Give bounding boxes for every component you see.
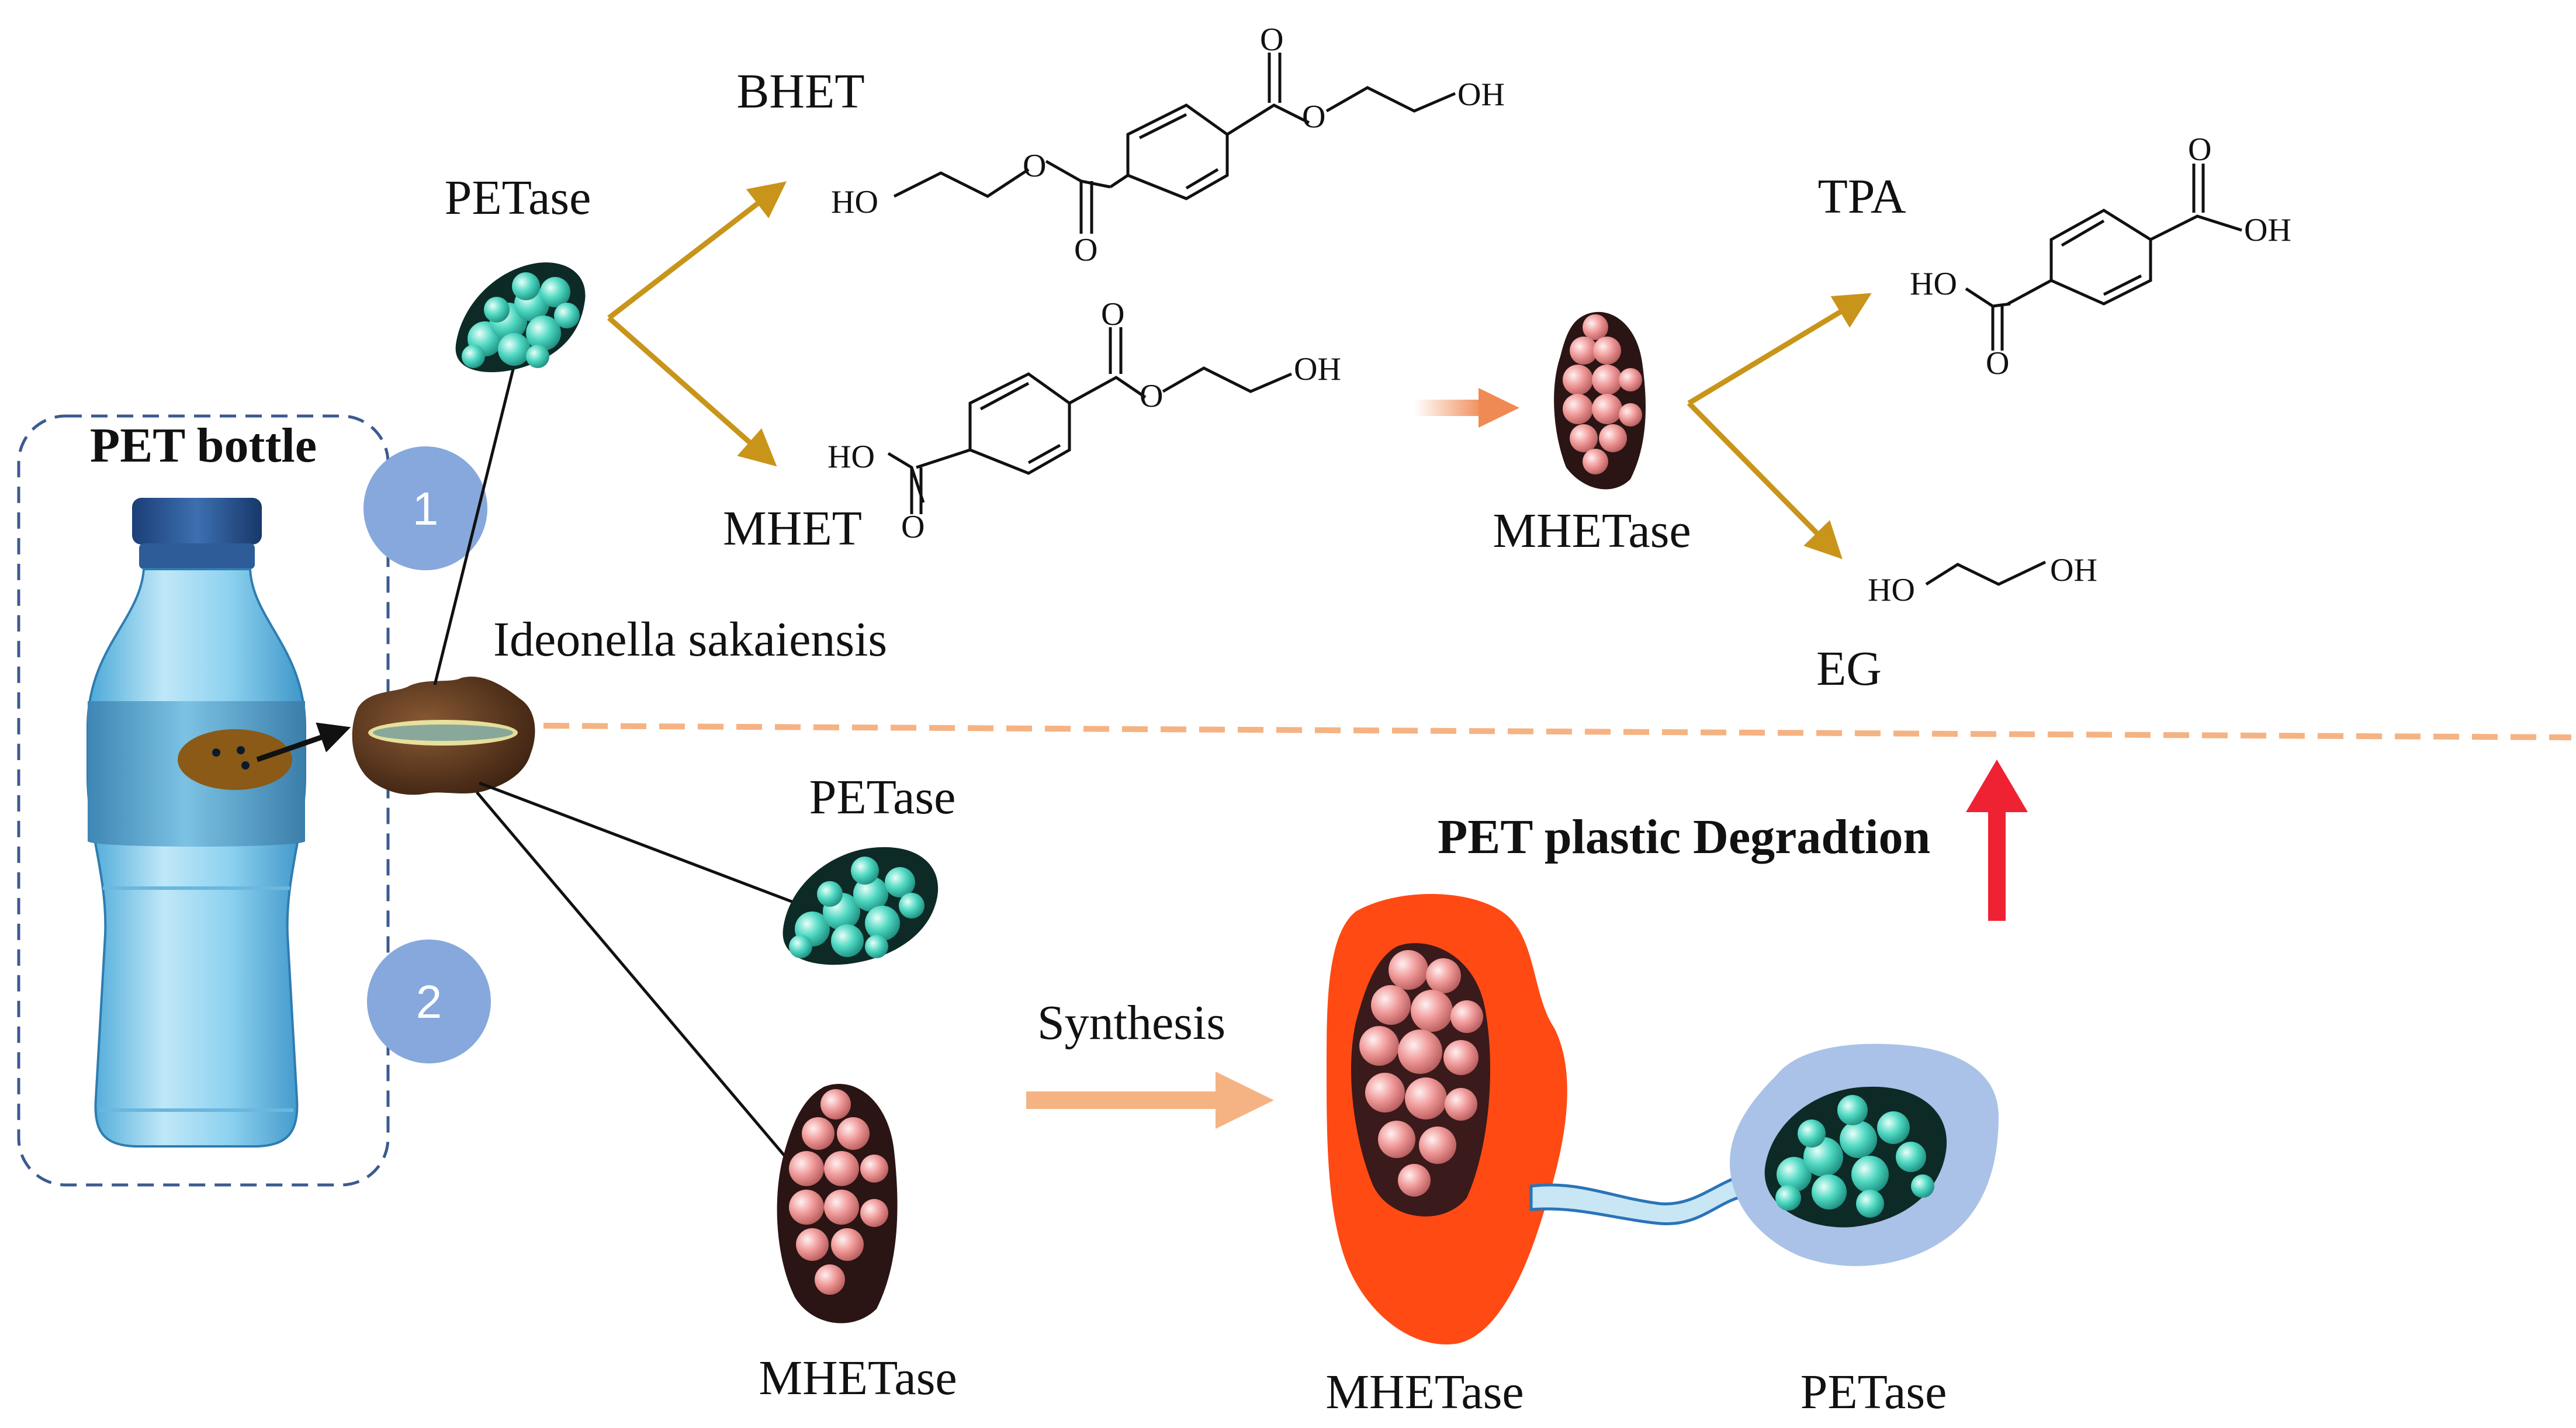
degradation-label: PET plastic Degradtion [1438,810,1930,864]
mhet-label: MHET [723,501,862,556]
branch-arrow-to-eg [1687,401,1843,559]
bottle-to-bacterium-arrow [256,722,351,762]
synthesis-label: Synthesis [1037,996,1225,1050]
branch-arrow-to-tpa [1687,293,1872,405]
svg-text:O: O [1074,232,1097,268]
svg-text:O: O [901,509,925,545]
svg-text:O: O [1260,22,1283,58]
svg-text:O: O [1986,345,2009,382]
branch-arrow-to-bhet [607,181,787,320]
mhetase-enzyme-icon [1554,311,1646,490]
fusion-linker [1529,1172,1749,1226]
mhetase-mid-label: MHETase [1493,504,1691,558]
pet-patch [178,729,292,790]
mhetase-lower-label: MHETase [759,1351,957,1405]
svg-text:HO: HO [1868,572,1915,608]
svg-text:OH: OH [2244,212,2291,248]
eg-atoms: HO OH [1868,552,2097,608]
svg-text:OH: OH [1294,351,1341,387]
pet-bottle-panel: PET bottle [17,414,390,1187]
petase-lower-icon [783,847,939,965]
mhet-atoms: HO O O O OH [827,296,1341,545]
svg-text:HO: HO [827,439,875,475]
step-2-badge: 2 [367,940,491,1063]
bacterium-icon [352,677,535,795]
svg-text:O: O [2188,131,2211,168]
synthesis-arrow [1026,1072,1274,1129]
svg-text:2: 2 [416,976,442,1028]
connector-petase-top [433,364,516,685]
pet-bottle-title: PET bottle [90,418,317,473]
svg-text:HO: HO [831,184,878,220]
pet-bottle-box [17,414,390,1187]
eg-label: EG [1816,642,1882,696]
tpa-atoms: HO O O OH [1910,131,2291,382]
step-1-badge: 1 [363,446,487,570]
svg-text:OH: OH [1457,77,1505,113]
svg-text:HO: HO [1910,266,1957,302]
degradation-arrow [1966,760,2028,921]
svg-text:O: O [1140,378,1163,414]
petase-top-label: PETase [445,171,591,225]
petase-fusion-label: PETase [1801,1365,1947,1419]
branch-arrow-to-mhet [607,316,777,467]
petase-lower-label: PETase [809,770,956,824]
mhetase-fusion-blob [1327,894,1567,1344]
mhet-transfer-arrow [1414,388,1519,428]
mhet-structure [887,327,1292,514]
mhetase-lower-icon [777,1083,898,1323]
connector-petase-lower [479,781,800,906]
svg-text:O: O [1023,148,1046,184]
bhet-label: BHET [736,64,864,119]
svg-text:1: 1 [413,483,439,535]
bhet-atoms: HO O O O O OH [831,22,1505,268]
mhetase-fusion-label: MHETase [1325,1365,1524,1419]
svg-text:OH: OH [2050,552,2097,588]
svg-text:O: O [1302,99,1325,135]
pet-bottle-icon [86,498,306,1148]
section-divider [543,723,2572,740]
svg-text:O: O [1101,296,1124,332]
tpa-structure [1965,164,2242,351]
organism-label: Ideonella sakaiensis [493,612,887,667]
petase-fusion-blob [1730,1044,1999,1266]
eg-structure [1925,560,2047,586]
petase-enzyme-icon [455,262,586,372]
tpa-label: TPA [1818,169,1906,224]
bhet-structure [893,53,1456,234]
connector-mhetase-lower [476,791,819,1197]
